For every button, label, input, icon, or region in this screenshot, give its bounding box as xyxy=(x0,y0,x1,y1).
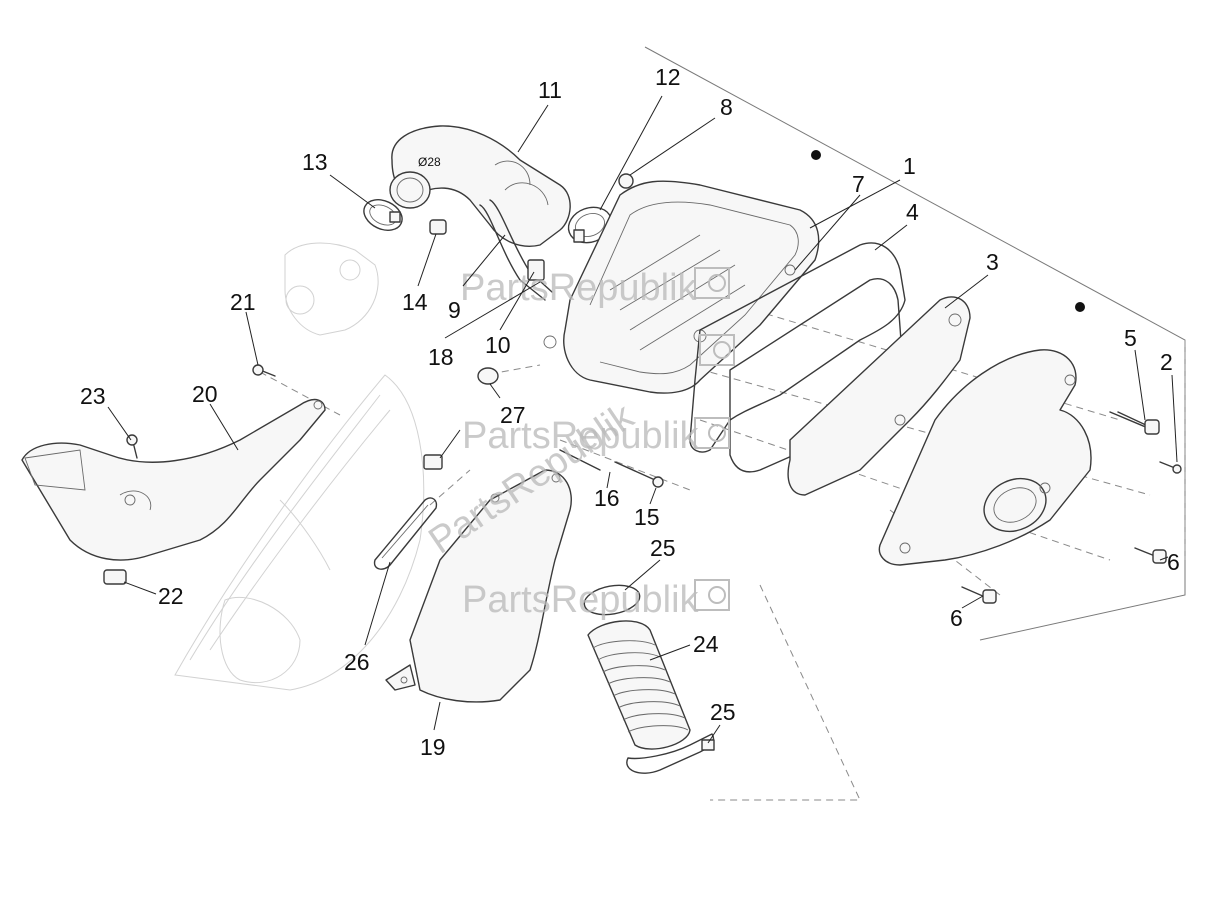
watermark-gear-icon xyxy=(694,417,730,449)
callout-label: 3 xyxy=(986,249,999,275)
callout-label: 4 xyxy=(906,199,919,225)
clamp-25-bottom xyxy=(626,733,715,774)
callout-label: 6 xyxy=(950,605,963,631)
screw-2 xyxy=(1159,461,1182,474)
screw-15 xyxy=(614,461,664,488)
seal-26 xyxy=(373,497,438,570)
intake-duct-20 xyxy=(21,398,326,561)
callout-label: 18 xyxy=(428,344,454,370)
kit-marker-dot xyxy=(1075,302,1085,312)
watermark-gear-icon xyxy=(699,334,735,366)
screw-6-a xyxy=(1134,547,1167,564)
filter-frame-3 xyxy=(787,296,971,496)
watermark-gear-icon xyxy=(694,579,730,611)
scooter-body-ghost xyxy=(174,374,425,691)
callout-label: 1 xyxy=(903,153,916,179)
bolt-23 xyxy=(126,434,138,459)
callout-label: 15 xyxy=(634,504,660,530)
clamp-25-top xyxy=(583,584,641,616)
callout-label: 6 xyxy=(1167,549,1180,575)
leader-lines xyxy=(107,95,1178,744)
nut-27 xyxy=(477,367,499,385)
callout-label: 8 xyxy=(720,94,733,120)
callout-label: 27 xyxy=(500,402,526,428)
kit-marker-dot xyxy=(811,150,821,160)
intake-elbow-hose: Ø28 xyxy=(389,125,571,247)
callout-label: 11 xyxy=(538,77,562,103)
callout-label: 14 xyxy=(402,289,428,315)
callout-label: 22 xyxy=(158,583,184,609)
callout-label: 16 xyxy=(594,485,620,511)
callout-label: 25 xyxy=(650,535,676,561)
callout-label: 20 xyxy=(192,381,218,407)
callout-label: 9 xyxy=(448,297,461,323)
callout-labels: 1 2 3 4 5 6 6 7 8 9 10 11 12 13 14 15 16… xyxy=(80,64,1180,760)
lower-duct-19 xyxy=(385,469,572,703)
callout-label: 25 xyxy=(710,699,736,725)
screw-5 xyxy=(1109,411,1160,435)
hose-clamp-13 xyxy=(363,199,403,231)
nut-14 xyxy=(429,219,447,235)
hose-marking: Ø28 xyxy=(418,155,441,169)
watermark-text: PartsRepublik xyxy=(462,579,700,621)
callout-label: 5 xyxy=(1124,325,1137,351)
watermark-text: PartsRepublik xyxy=(460,267,698,309)
grommet-16 xyxy=(559,449,601,471)
callout-label: 21 xyxy=(230,289,256,315)
watermark-gear-icon xyxy=(694,267,730,299)
clip-22 xyxy=(103,569,127,585)
callout-label: 7 xyxy=(852,171,865,197)
airbox-cover-1 xyxy=(878,349,1092,566)
bellows-24 xyxy=(587,620,691,750)
callout-label: 26 xyxy=(344,649,370,675)
callout-label: 12 xyxy=(655,64,681,90)
callout-label: 10 xyxy=(485,332,511,358)
screw-6-b xyxy=(961,586,997,604)
callout-label: 2 xyxy=(1160,349,1173,375)
watermark-text: PartsRepublik xyxy=(462,415,700,457)
hose-clamp-12 xyxy=(567,206,613,244)
airbox-housing xyxy=(543,180,820,394)
kit-frame xyxy=(644,46,1186,801)
grommet-8 xyxy=(618,173,634,189)
callout-label: 13 xyxy=(302,149,328,175)
throttle-body-ghost xyxy=(284,242,379,336)
clip-small xyxy=(423,454,443,470)
callout-label: 19 xyxy=(420,734,446,760)
gasket-7 xyxy=(689,242,906,453)
callout-label: 24 xyxy=(693,631,719,657)
callout-label: 23 xyxy=(80,383,106,409)
